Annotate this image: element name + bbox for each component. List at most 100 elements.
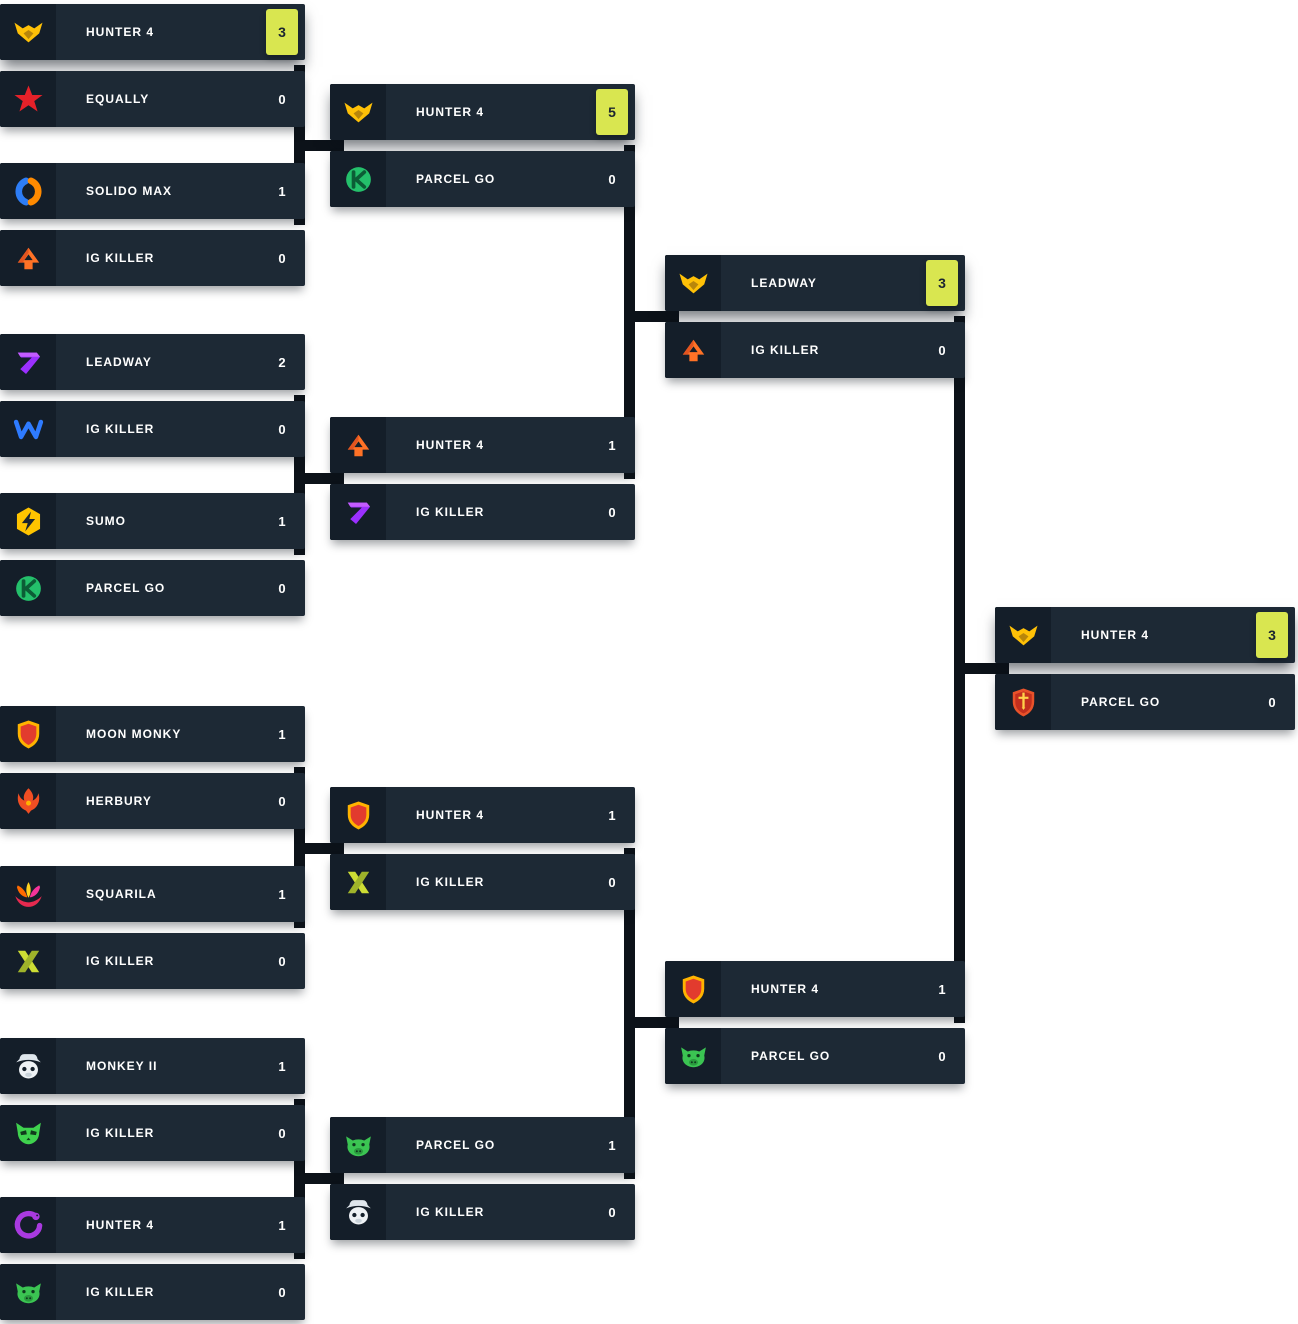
team-row[interactable]: HUNTER 4 1 [665, 961, 965, 1017]
team-row[interactable]: HUNTER 4 1 [0, 1197, 305, 1253]
team-row[interactable]: HUNTER 4 3 [995, 607, 1295, 663]
team-row[interactable]: PARCEL GO 1 [330, 1117, 635, 1173]
seven-purple-icon [330, 484, 386, 540]
team-row[interactable]: IG KILLER 0 [0, 401, 305, 457]
team-score: 3 [266, 9, 298, 55]
team-name: HUNTER 4 [86, 25, 155, 39]
team-row[interactable]: PARCEL GO 0 [330, 151, 635, 207]
team-score: 0 [1268, 694, 1276, 710]
team-score: 0 [278, 421, 286, 437]
team-score: 0 [938, 1048, 946, 1064]
team-row[interactable]: IG KILLER 0 [330, 854, 635, 910]
team-row[interactable]: PARCEL GO 0 [995, 674, 1295, 730]
team-row[interactable]: MOON MONKY 1 [0, 706, 305, 762]
team-name: PARCEL GO [86, 581, 166, 595]
arrow-orange-icon [665, 322, 721, 378]
fox-yellow-icon [330, 84, 386, 140]
team-name: IG KILLER [86, 1126, 155, 1140]
team-score: 5 [596, 89, 628, 135]
team-name: MOON MONKY [86, 727, 182, 741]
match-sf-m2: HUNTER 4 1 PARCEL GO 0 [665, 961, 965, 1084]
team-name: LEADWAY [751, 276, 817, 290]
bracket-connector [624, 311, 679, 322]
x-lime-icon [330, 854, 386, 910]
team-score: 1 [278, 1058, 286, 1074]
w-blue-icon [0, 401, 56, 457]
team-name: PARCEL GO [1081, 695, 1161, 709]
team-score: 1 [278, 726, 286, 742]
team-row[interactable]: IG KILLER 0 [0, 1105, 305, 1161]
team-row[interactable]: HUNTER 4 3 [0, 4, 305, 60]
team-name: IG KILLER [416, 505, 485, 519]
team-row[interactable]: SUMO 1 [0, 493, 305, 549]
team-score: 1 [608, 437, 616, 453]
match-r1-m7: MONKEY II 1 IG KILLER 0 [0, 1038, 305, 1161]
x-lime-icon [0, 933, 56, 989]
team-row[interactable]: IG KILLER 0 [0, 933, 305, 989]
match-r2-m1: HUNTER 4 5 PARCEL GO 0 [330, 84, 635, 207]
team-row[interactable]: HUNTER 4 1 [330, 417, 635, 473]
team-score: 1 [278, 183, 286, 199]
team-row[interactable]: HUNTER 4 5 [330, 84, 635, 140]
team-row[interactable]: IG KILLER 0 [0, 1264, 305, 1320]
team-score: 1 [608, 807, 616, 823]
bracket-connector [294, 140, 344, 151]
team-row[interactable]: HERBURY 0 [0, 773, 305, 829]
team-name: PARCEL GO [416, 172, 496, 186]
team-row[interactable]: PARCEL GO 0 [665, 1028, 965, 1084]
team-name: IG KILLER [416, 875, 485, 889]
phoenix-red-icon [0, 773, 56, 829]
snake-purple-icon [0, 1197, 56, 1253]
team-name: SQUARILA [86, 887, 157, 901]
team-score: 1 [278, 1217, 286, 1233]
bracket-connector [624, 848, 635, 1179]
star-red-icon [0, 71, 56, 127]
team-score: 0 [938, 342, 946, 358]
match-r1-m2: SOLIDO MAX 1 IG KILLER 0 [0, 163, 305, 286]
team-row[interactable]: SQUARILA 1 [0, 866, 305, 922]
circle-duo-icon [0, 163, 56, 219]
team-row[interactable]: IG KILLER 0 [665, 322, 965, 378]
team-row[interactable]: HUNTER 4 1 [330, 787, 635, 843]
team-name: HUNTER 4 [416, 438, 485, 452]
bracket-connector [624, 1017, 679, 1028]
team-row[interactable]: IG KILLER 0 [330, 484, 635, 540]
team-name: SUMO [86, 514, 126, 528]
team-name: HUNTER 4 [1081, 628, 1150, 642]
team-row[interactable]: IG KILLER 0 [0, 230, 305, 286]
team-row[interactable]: MONKEY II 1 [0, 1038, 305, 1094]
team-name: HERBURY [86, 794, 152, 808]
match-r1-m4: SUMO 1 PARCEL GO 0 [0, 493, 305, 616]
fox-yellow-icon [665, 255, 721, 311]
shield-red-icon [330, 787, 386, 843]
team-row[interactable]: IG KILLER 0 [330, 1184, 635, 1240]
monkey-cowboy-icon [330, 1184, 386, 1240]
team-row[interactable]: LEADWAY 2 [0, 334, 305, 390]
team-score: 1 [278, 513, 286, 529]
team-score: 1 [608, 1137, 616, 1153]
team-row[interactable]: SOLIDO MAX 1 [0, 163, 305, 219]
team-score: 0 [278, 1284, 286, 1300]
shield-red-icon [0, 706, 56, 762]
arrow-orange-icon [330, 417, 386, 473]
team-name: IG KILLER [416, 1205, 485, 1219]
boar-green-icon [665, 1028, 721, 1084]
team-name: HUNTER 4 [416, 808, 485, 822]
match-r1-m1: HUNTER 4 3 EQUALLY 0 [0, 4, 305, 127]
boar-green-icon [0, 1264, 56, 1320]
match-final: HUNTER 4 3 PARCEL GO 0 [995, 607, 1295, 730]
team-row[interactable]: LEADWAY 3 [665, 255, 965, 311]
team-name: EQUALLY [86, 92, 150, 106]
team-row[interactable]: EQUALLY 0 [0, 71, 305, 127]
team-row[interactable]: PARCEL GO 0 [0, 560, 305, 616]
team-score: 0 [608, 504, 616, 520]
team-name: PARCEL GO [751, 1049, 831, 1063]
team-name: LEADWAY [86, 355, 152, 369]
team-name: IG KILLER [751, 343, 820, 357]
bracket-connector [294, 473, 344, 484]
match-r1-m3: LEADWAY 2 IG KILLER 0 [0, 334, 305, 457]
bracket-connector [294, 1173, 344, 1184]
team-score: 0 [278, 580, 286, 596]
team-score: 0 [278, 91, 286, 107]
team-score: 1 [278, 886, 286, 902]
